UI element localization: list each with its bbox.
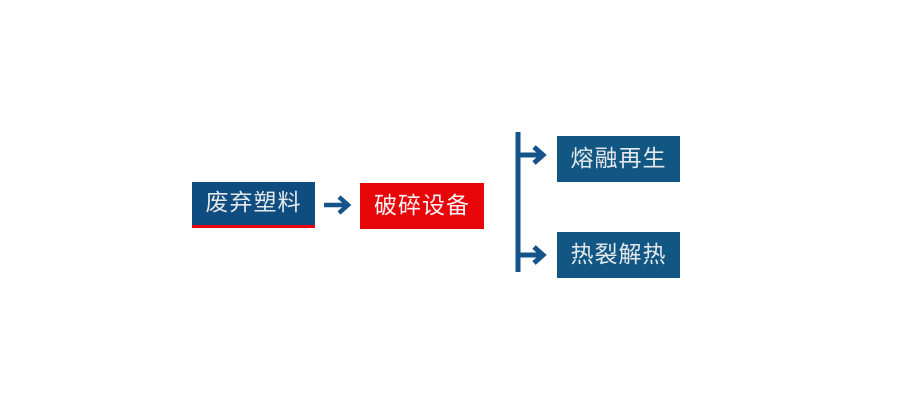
node-waste-plastic[interactable]: 废弃塑料 xyxy=(192,182,315,228)
branch-connector-icon xyxy=(508,126,566,282)
node-melt-regeneration-label: 熔融再生 xyxy=(570,145,667,172)
arrow-right-icon xyxy=(322,188,358,222)
node-crusher-label: 破碎设备 xyxy=(374,192,470,219)
node-crusher[interactable]: 破碎设备 xyxy=(360,183,484,229)
node-waste-plastic-label: 废弃塑料 xyxy=(205,190,302,216)
node-pyrolysis-label: 热裂解热 xyxy=(570,241,667,268)
node-melt-regeneration[interactable]: 熔融再生 xyxy=(557,136,680,182)
node-pyrolysis[interactable]: 热裂解热 xyxy=(557,232,680,278)
